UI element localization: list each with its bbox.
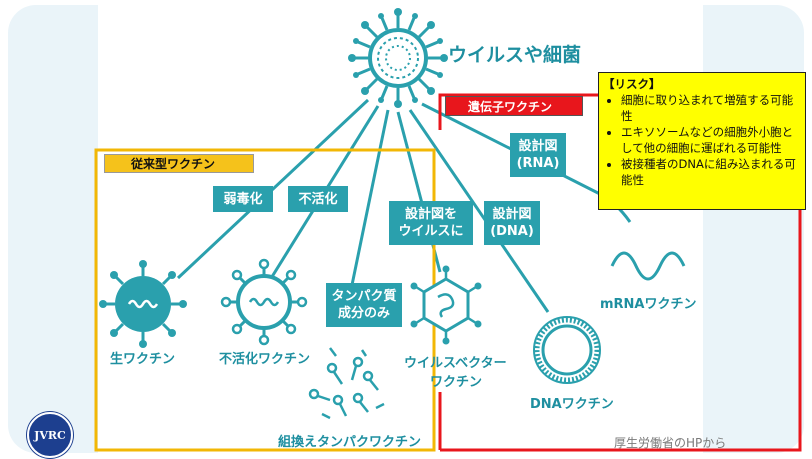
live-vaccine-icon xyxy=(99,260,187,348)
gene-header: 遺伝子ワクチン xyxy=(445,96,583,116)
method-blueprint-rna-line1: 設計図 xyxy=(518,139,558,154)
source-credit: 厚生労働省のHPから xyxy=(614,436,727,450)
protein-pieces-icon xyxy=(308,347,385,420)
logo-text: JVRC xyxy=(34,428,66,442)
method-blueprint-virus-line2: ウイルスに xyxy=(398,224,464,239)
method-inactivated: 不活化 xyxy=(288,186,348,212)
viral-vector-icon xyxy=(410,265,482,345)
method-attenuated: 弱毒化 xyxy=(213,186,273,212)
risk-item: 被接種者のDNAに組み込まれる可能性 xyxy=(621,156,799,188)
label-mrna-vaccine: mRNAワクチン xyxy=(600,297,697,312)
method-protein-line1: タンパク質 xyxy=(331,289,397,304)
method-blueprint-virus-line1: 設計図を xyxy=(404,207,457,222)
label-live-vaccine: 生ワクチン xyxy=(110,352,176,367)
label-dna-vaccine: DNAワクチン xyxy=(530,397,614,412)
method-blueprint-dna: 設計図 (DNA) xyxy=(484,201,540,245)
label-inactivated-vaccine: 不活化ワクチン xyxy=(219,352,311,367)
title: ウイルスや細菌 xyxy=(448,44,582,66)
risk-list: 細胞に取り込まれて増殖する可能性 エキソソームなどの細胞外小胞として他の細胞に運… xyxy=(605,92,799,188)
dna-vaccine-icon xyxy=(533,316,601,384)
method-blueprint-dna-line1: 設計図 xyxy=(492,207,532,222)
jvrc-logo: JVRC xyxy=(27,412,73,458)
method-protein-line2: 成分のみ xyxy=(337,306,390,321)
method-blueprint-rna-line2: (RNA) xyxy=(516,156,560,171)
risk-item: エキソソームなどの細胞外小胞として他の細胞に運ばれる可能性 xyxy=(621,124,799,156)
risk-title: 【リスク】 xyxy=(603,77,661,91)
risk-box: 【リスク】 細胞に取り込まれて増殖する可能性 エキソソームなどの細胞外小胞として… xyxy=(598,72,806,210)
mrna-icon xyxy=(610,251,686,281)
method-blueprint-dna-line2: (DNA) xyxy=(490,224,534,239)
label-viral-vector-line2: ワクチン xyxy=(430,375,483,390)
virus-icon xyxy=(348,8,448,108)
risk-item: 細胞に取り込まれて増殖する可能性 xyxy=(621,92,799,124)
traditional-header: 従来型ワクチン xyxy=(104,154,254,173)
method-blueprint-rna: 設計図 (RNA) xyxy=(510,133,566,177)
method-protein: タンパク質 成分のみ xyxy=(326,283,402,327)
inactivated-vaccine-icon xyxy=(220,258,308,346)
label-recombinant-vaccine: 組換えタンパクワクチン xyxy=(278,435,422,450)
method-blueprint-virus: 設計図を ウイルスに xyxy=(389,201,473,245)
label-viral-vector-line1: ウイルスベクター xyxy=(404,356,507,371)
